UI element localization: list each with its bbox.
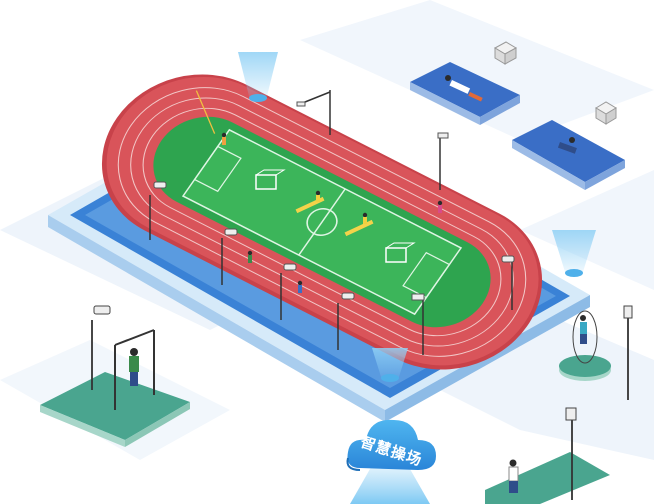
pullup-station [40,305,190,447]
running-track [101,74,543,370]
field-players [221,132,443,293]
light-beam-icon [238,52,278,102]
smart-playground-badge: 智慧操场 [346,419,436,471]
stretch-mat [512,120,625,190]
light-beam-icon [350,455,430,504]
camera-icon [221,228,238,285]
camera-icon [280,263,297,320]
device-box-icon [595,101,617,125]
situp-mat [410,62,520,125]
camera-icon [337,292,355,350]
flood-light-icon [411,293,425,355]
camera-icon [149,181,167,240]
flood-light-icon [437,132,449,190]
light-beam-icon [372,348,408,382]
cloud-icon [346,419,436,471]
fitness-station [485,407,610,504]
camera-icon [501,255,515,310]
light-beam-icon [552,230,596,277]
jump-rope-station [559,305,633,400]
soccer-goal-right [385,242,416,263]
flood-light-icon [296,90,331,135]
stadium-cameras [149,90,515,355]
device-box-icon [493,41,518,65]
soccer-goal-left [255,169,286,190]
